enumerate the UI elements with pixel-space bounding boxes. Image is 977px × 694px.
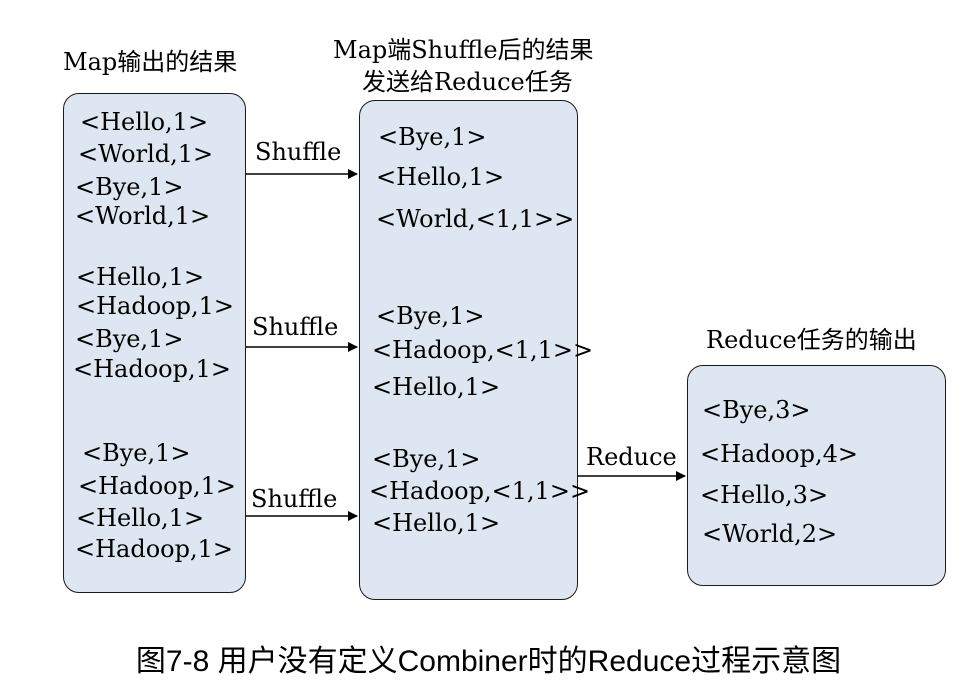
shuffle-label-1: Shuffle [255, 138, 342, 166]
map-kv-3-4: <Hadoop,1> [75, 535, 233, 563]
map-output-box [63, 93, 246, 593]
reduce-kv-2: <Hadoop,4> [700, 440, 858, 468]
map-kv-3-3: <Hello,1> [76, 504, 205, 532]
map-kv-1-4: <World,1> [75, 202, 211, 230]
shuffle-kv-3-1: <Bye,1> [372, 445, 481, 473]
map-kv-1-3: <Bye,1> [75, 173, 184, 201]
map-kv-1-1: <Hello,1> [80, 108, 209, 136]
shuffle-kv-2-3: <Hello,1> [372, 373, 501, 401]
shuffle-label-2: Shuffle [252, 313, 339, 341]
reduce-label: Reduce [586, 443, 677, 471]
shuffle-kv-1-3: <World,<1,1>> [376, 205, 575, 233]
shuffle-label-3: Shuffle [251, 485, 338, 513]
map-kv-3-2: <Hadoop,1> [78, 472, 236, 500]
shuffle-kv-1-2: <Hello,1> [376, 163, 505, 191]
reduce-kv-4: <World,2> [702, 520, 838, 548]
reduce-kv-1: <Bye,3> [702, 396, 811, 424]
shuffle-kv-2-2: <Hadoop,<1,1>> [372, 336, 594, 364]
shuffle-result-box [359, 100, 578, 600]
reduce-output-box [687, 365, 946, 586]
map-kv-2-3: <Bye,1> [75, 325, 184, 353]
shuffle-result-title-line2: 发送给Reduce任务 [362, 68, 573, 96]
shuffle-kv-3-2: <Hadoop,<1,1>> [369, 477, 591, 505]
map-kv-2-2: <Hadoop,1> [76, 292, 234, 320]
figure-caption: 图7-8 用户没有定义Combiner时的Reduce过程示意图 [135, 645, 842, 678]
map-kv-2-4: <Hadoop,1> [73, 355, 231, 383]
map-output-title: Map输出的结果 [63, 48, 238, 76]
reduce-output-title: Reduce任务的输出 [706, 326, 917, 354]
map-kv-2-1: <Hello,1> [76, 263, 205, 291]
shuffle-result-title-line1: Map端Shuffle后的结果 [333, 36, 594, 64]
shuffle-kv-1-1: <Bye,1> [378, 123, 487, 151]
map-kv-3-1: <Bye,1> [82, 439, 191, 467]
reduce-kv-3: <Hello,3> [700, 481, 829, 509]
shuffle-kv-2-1: <Bye,1> [376, 302, 485, 330]
map-kv-1-2: <World,1> [78, 140, 214, 168]
shuffle-kv-3-3: <Hello,1> [372, 509, 501, 537]
